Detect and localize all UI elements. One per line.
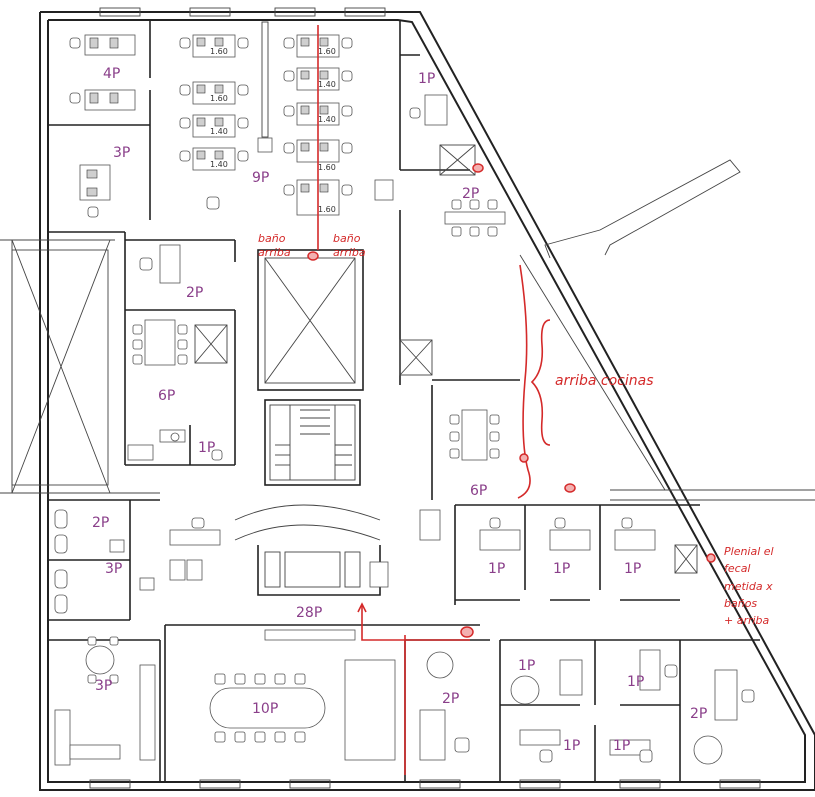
red-riser-curve bbox=[517, 264, 531, 499]
annotation-bath-right-line2: arriba bbox=[333, 246, 366, 259]
annotation-plenum-line3: metida x bbox=[724, 580, 773, 593]
room-capacity-label: 4P bbox=[103, 66, 120, 82]
desk-cluster-right: 1.60 1.40 1.40 1.60 1.60 bbox=[283, 34, 394, 216]
room-capacity-label: 1P bbox=[563, 738, 580, 754]
red-riser-line-corridor bbox=[361, 605, 470, 641]
room-capacity-label: 1P bbox=[627, 674, 644, 690]
desk-size-label: 1.60 bbox=[318, 47, 336, 56]
room-capacity-label: 2P bbox=[186, 285, 203, 301]
annotation-kitchens: arriba cocinas bbox=[555, 373, 654, 389]
annotation-plenum-line1: Plenial el bbox=[724, 545, 774, 558]
desk-cluster-left: 1.60 1.60 1.40 1.40 bbox=[179, 21, 273, 210]
office-furniture bbox=[54, 34, 755, 766]
room-capacity-label: 1P bbox=[418, 71, 435, 87]
room-capacity-label: 2P bbox=[462, 186, 479, 202]
room-capacity-label: 1P bbox=[488, 561, 505, 577]
red-annotations: baño arriba baño arriba arriba cocinas P… bbox=[258, 25, 774, 775]
building-outline bbox=[39, 7, 815, 791]
red-mark bbox=[472, 163, 484, 173]
annotation-plenum-line2: fecal bbox=[724, 562, 751, 575]
room-capacity-label: 10P bbox=[252, 701, 278, 717]
staircase bbox=[269, 404, 356, 481]
desk-size-label: 1.60 bbox=[210, 47, 228, 56]
room-capacity-label: 3P bbox=[95, 678, 112, 694]
room-capacity-label: 2P bbox=[690, 706, 707, 722]
room-capacity-label: 1P bbox=[624, 561, 641, 577]
room-capacity-label: 2P bbox=[92, 515, 109, 531]
room-capacity-label: 1P bbox=[198, 440, 215, 456]
red-brace-icon bbox=[530, 319, 551, 446]
red-mark bbox=[706, 553, 716, 563]
room-capacity-label: 3P bbox=[105, 561, 122, 577]
red-mark bbox=[564, 483, 576, 493]
desk-size-label: 1.60 bbox=[210, 94, 228, 103]
red-mark bbox=[307, 251, 319, 261]
room-capacity-label: 6P bbox=[470, 483, 487, 499]
capacity-labels: 4P 3P 9P 1P 2P 2P 6P 1P 6P 2P 3P 28P 1P … bbox=[92, 66, 707, 754]
room-capacity-label: 9P bbox=[252, 170, 269, 186]
annotation-plenum-line5: + arriba bbox=[724, 614, 770, 627]
red-arrow-icon bbox=[357, 602, 367, 613]
room-capacity-label: 1P bbox=[518, 658, 535, 674]
shafts bbox=[194, 144, 698, 588]
annotation-bath-right-line1: baño bbox=[333, 232, 361, 245]
desk-size-label: 1.40 bbox=[318, 115, 336, 124]
red-mark bbox=[460, 626, 474, 638]
room-capacity-label: 2P bbox=[442, 691, 459, 707]
room-capacity-label: 1P bbox=[613, 738, 630, 754]
desk-size-label: 1.60 bbox=[318, 163, 336, 172]
annotation-bath-left-line1: baño bbox=[258, 232, 286, 245]
adjacent-structures bbox=[0, 159, 815, 501]
room-capacity-label: 3P bbox=[113, 145, 130, 161]
room-capacity-label: 6P bbox=[158, 388, 175, 404]
annotation-bath-left-line2: arriba bbox=[258, 246, 291, 259]
annotation-plenum-line4: baños bbox=[724, 597, 757, 610]
room-capacity-label: 1P bbox=[553, 561, 570, 577]
interior-walls bbox=[48, 20, 760, 782]
desk-size-label: 1.40 bbox=[318, 80, 336, 89]
desk-size-label: 1.60 bbox=[318, 205, 336, 214]
desk-size-label: 1.40 bbox=[210, 160, 228, 169]
red-mark bbox=[519, 453, 529, 463]
desk-size-label: 1.40 bbox=[210, 127, 228, 136]
room-capacity-label: 28P bbox=[296, 605, 322, 621]
